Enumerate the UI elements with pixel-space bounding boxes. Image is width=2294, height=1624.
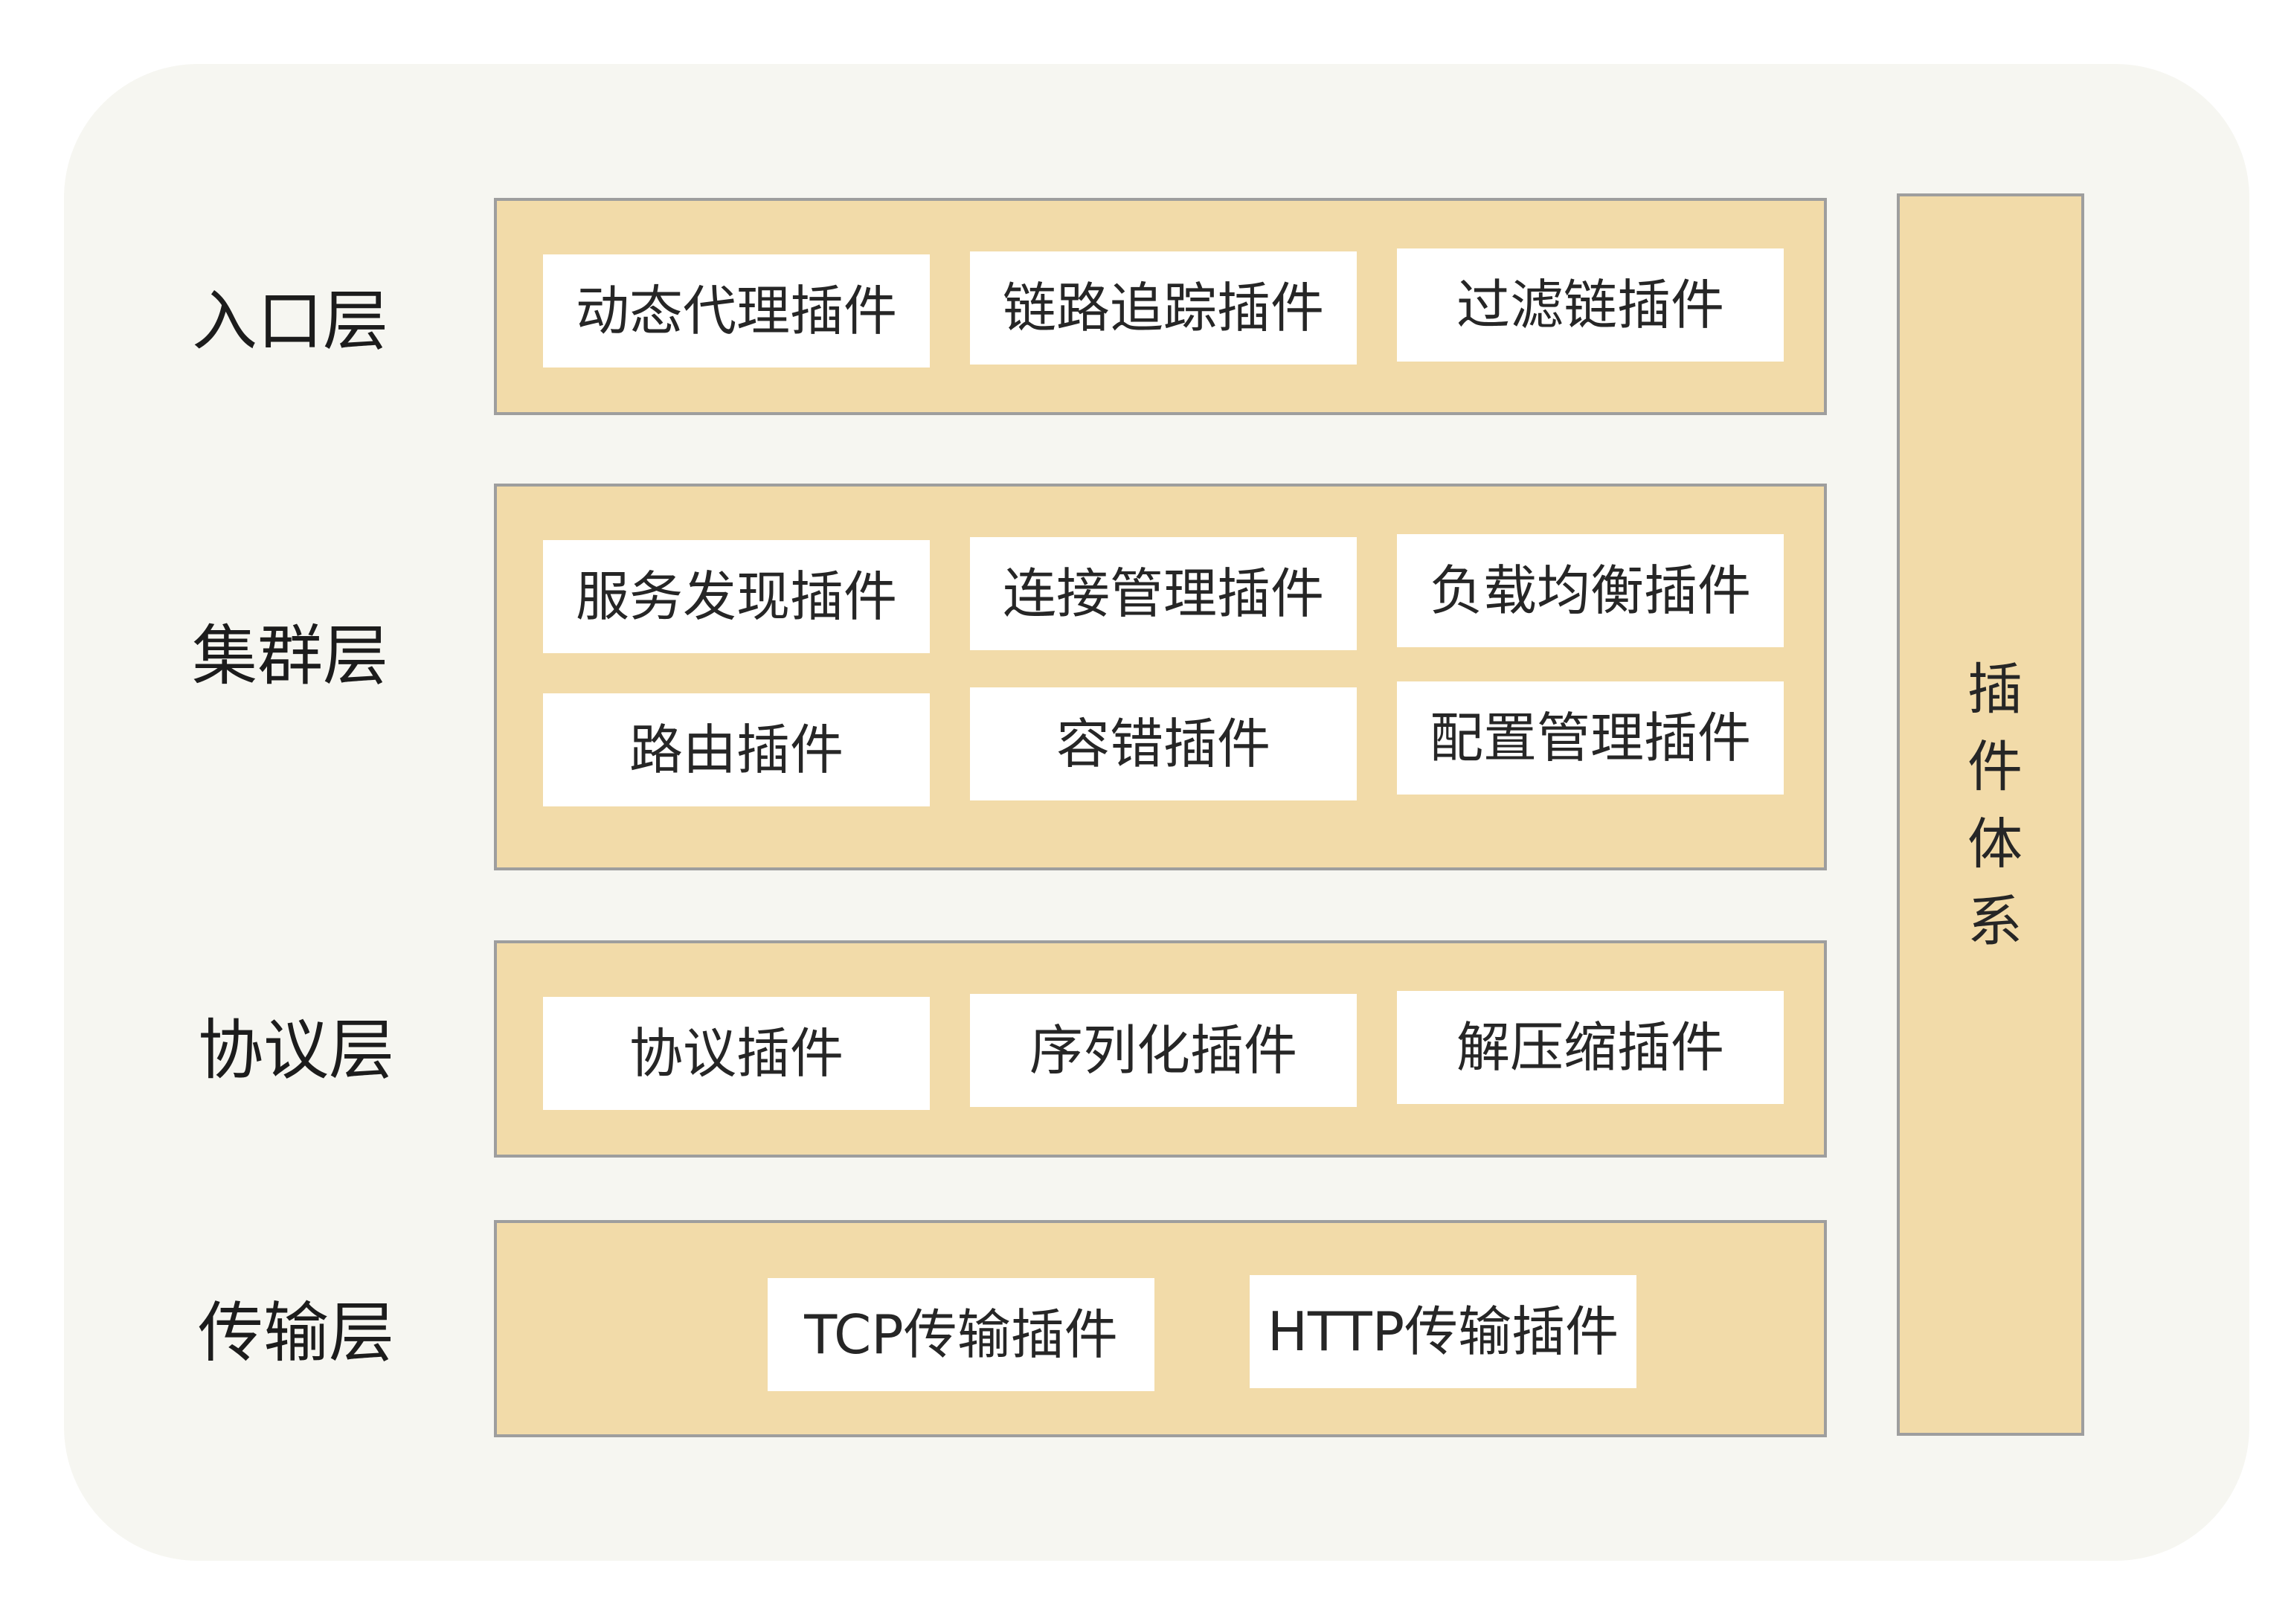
plugin-box-filter-chain: 过滤链插件 — [1397, 248, 1784, 362]
plugin-box-tcp-transport: TCP传输插件 — [768, 1278, 1154, 1391]
layer-label-protocol: 协议层 — [198, 1012, 395, 1088]
plugin-box-service-discovery: 服务发现插件 — [543, 540, 930, 653]
entry-layer-band: 动态代理插件 链路追踪插件 过滤链插件 — [494, 198, 1827, 415]
transport-layer-band: TCP传输插件 HTTP传输插件 — [494, 1220, 1827, 1437]
plugin-box-load-balancing: 负载均衡插件 — [1397, 534, 1784, 647]
layer-label-entry: 入口层 — [192, 283, 389, 359]
plugin-box-connection-mgmt: 连接管理插件 — [970, 537, 1357, 650]
layer-label-transport: 传输层 — [198, 1294, 395, 1371]
plugin-system-bar: 插件体系 — [1897, 193, 2084, 1436]
plugin-box-protocol: 协议插件 — [543, 997, 930, 1110]
plugin-system-label: 插件体系 — [1958, 660, 2022, 969]
layer-label-cluster: 集群层 — [192, 617, 389, 694]
plugin-box-config-mgmt: 配置管理插件 — [1397, 681, 1784, 795]
plugin-box-fault-tolerance: 容错插件 — [970, 687, 1357, 800]
plugin-box-routing: 路由插件 — [543, 693, 930, 806]
protocol-layer-band: 协议插件 序列化插件 解压缩插件 — [494, 940, 1827, 1158]
plugin-box-compression: 解压缩插件 — [1397, 991, 1784, 1104]
cluster-layer-band: 服务发现插件 连接管理插件 负载均衡插件 路由插件 容错插件 配置管理插件 — [494, 484, 1827, 870]
plugin-box-serialization: 序列化插件 — [970, 994, 1357, 1107]
plugin-box-dynamic-proxy: 动态代理插件 — [543, 254, 930, 368]
plugin-box-http-transport: HTTP传输插件 — [1250, 1275, 1636, 1388]
plugin-box-tracing: 链路追踪插件 — [970, 251, 1357, 365]
